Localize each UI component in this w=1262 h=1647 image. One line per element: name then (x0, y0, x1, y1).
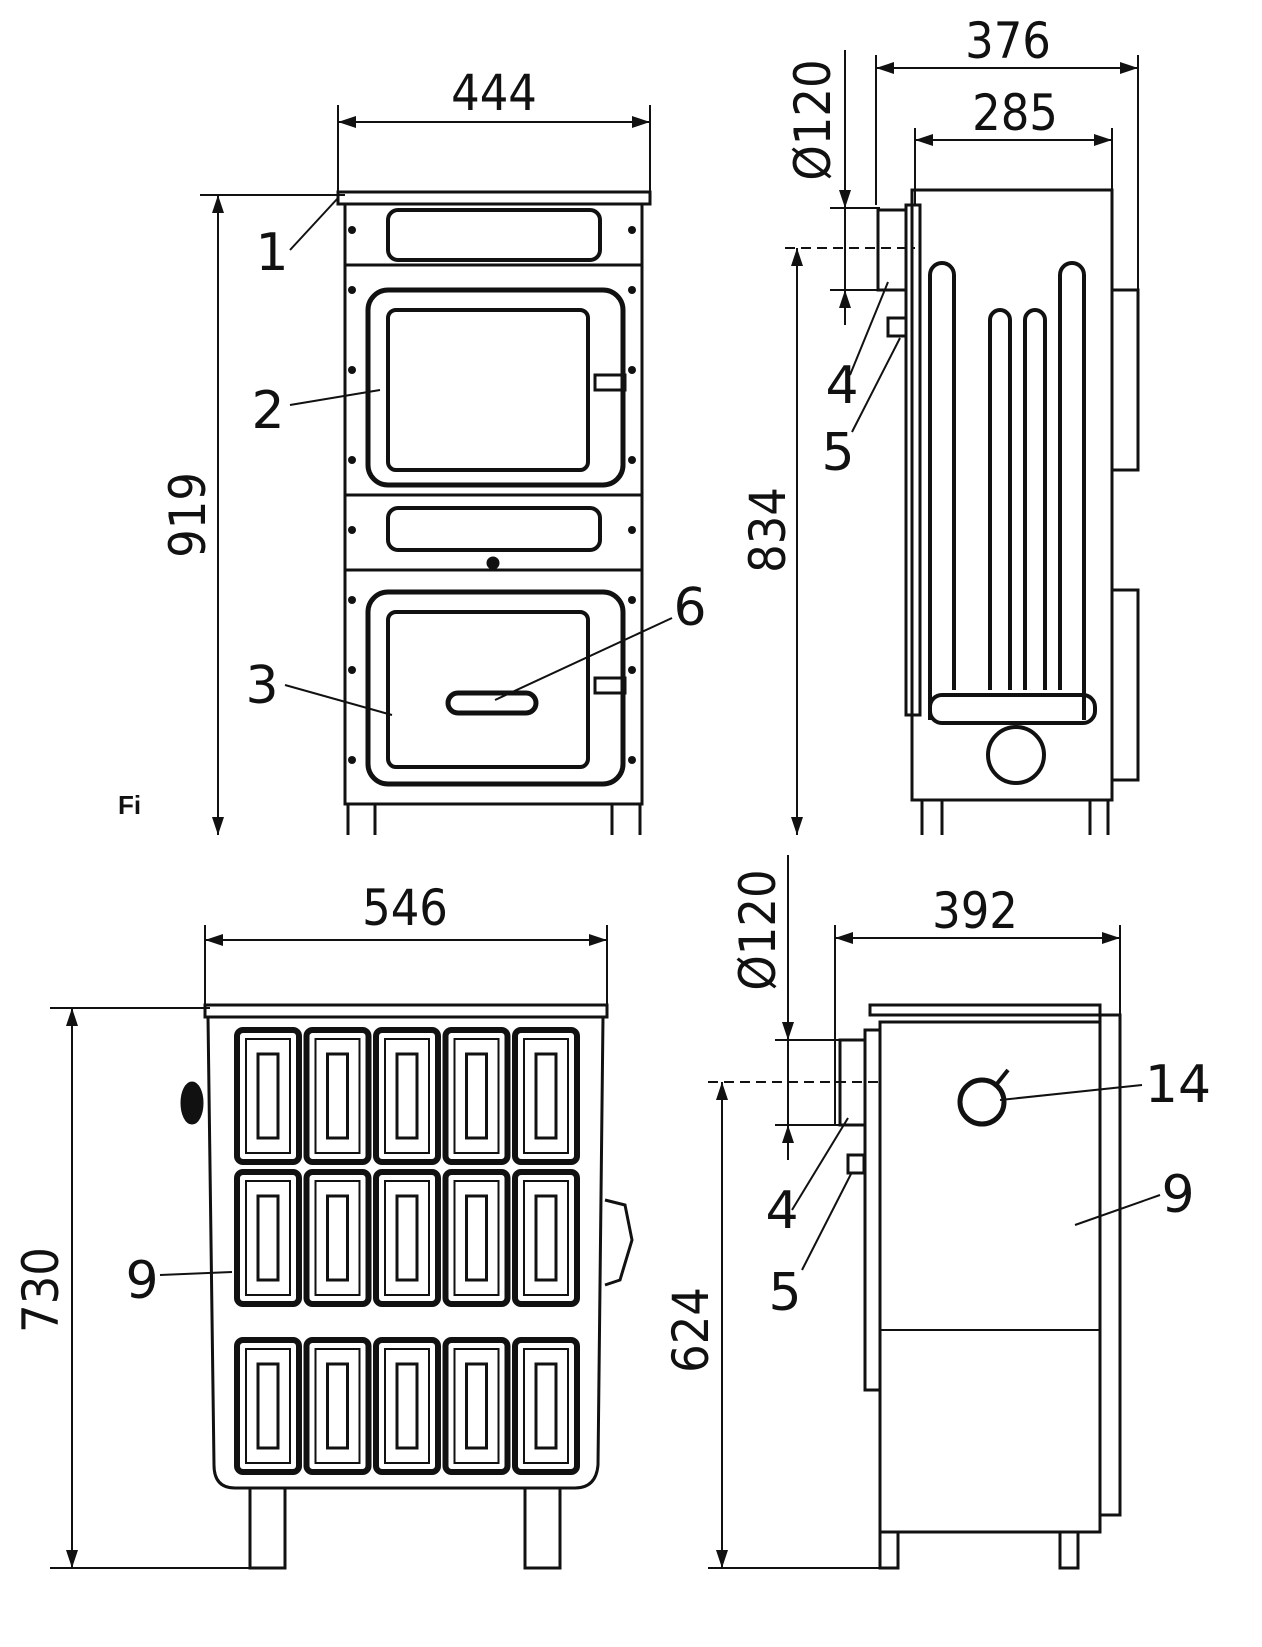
stove-tile-panel (534, 1362, 558, 1450)
callout-9-front: 9 (125, 1251, 158, 1311)
stove-tile-bevel (245, 1180, 291, 1296)
stove-tile-panel (256, 1052, 280, 1140)
callout-5-top: 5 (821, 423, 854, 483)
stove-tile-bevel (384, 1180, 430, 1296)
stove-tile-panel (465, 1362, 488, 1450)
stove-tile-bevel (314, 1348, 361, 1464)
stove-tile-panel (465, 1194, 488, 1282)
front-view-tiled-stove: 546 730 9 (12, 879, 634, 1570)
stove-tile-bevel (314, 1038, 361, 1154)
stove-tile (373, 1027, 441, 1165)
stove-tile-bevel (384, 1348, 430, 1464)
stove-tile-bevel (523, 1348, 569, 1464)
dim-width-444: 444 (451, 64, 537, 122)
dim-depth-376: 376 (965, 12, 1051, 70)
stove-tile (303, 1337, 372, 1475)
stove-tile-panel (465, 1052, 488, 1140)
stove-tile-panel (395, 1052, 419, 1140)
stove-tile-panel (326, 1052, 349, 1140)
stove-tile-bevel (523, 1038, 569, 1154)
tile-grid (234, 1027, 580, 1475)
callout-4-top: 4 (825, 356, 858, 416)
stove-tile-panel (395, 1362, 419, 1450)
callout-5-bottom: 5 (768, 1263, 801, 1323)
dim-flue-diameter-bottom: Ø120 (729, 869, 787, 990)
callout-9-side: 9 (1161, 1165, 1194, 1225)
dim-flue-height-624: 624 (662, 1287, 720, 1373)
front-view-tall-stove: 444 919 (159, 64, 707, 835)
dim-height-730: 730 (12, 1247, 70, 1333)
stove-tile-panel (256, 1194, 280, 1282)
dim-flue-height-834: 834 (739, 487, 797, 573)
stove-tile (234, 1169, 302, 1307)
stove-tile (234, 1337, 302, 1475)
stove-tile-panel (256, 1362, 280, 1450)
dim-height-919: 919 (159, 472, 217, 558)
callout-2: 2 (251, 381, 284, 441)
dim-depth-285: 285 (972, 84, 1058, 142)
stove-tile-panel (395, 1194, 419, 1282)
stove-tile (442, 1027, 511, 1165)
stove-tile-bevel (453, 1180, 500, 1296)
stove-tile (373, 1169, 441, 1307)
stove-tile (512, 1169, 580, 1307)
figure-label: Fi (118, 790, 142, 820)
dim-depth-392: 392 (932, 882, 1018, 940)
stove-tile-bevel (523, 1180, 569, 1296)
stove-tile-bevel (314, 1180, 361, 1296)
stove-tile (442, 1337, 511, 1475)
stove-tile (303, 1027, 372, 1165)
stove-tile-panel (534, 1194, 558, 1282)
stove-tile-bevel (245, 1348, 291, 1464)
stove-tile-panel (534, 1052, 558, 1140)
stove-tile-bevel (245, 1038, 291, 1154)
callout-4-bottom: 4 (765, 1181, 798, 1241)
side-view-tiled-stove: 392 Ø120 624 14 9 4 5 (662, 855, 1211, 1570)
callout-6: 6 (673, 578, 706, 638)
stove-tile (234, 1027, 302, 1165)
stove-tile-bevel (453, 1348, 500, 1464)
callout-3: 3 (245, 656, 278, 716)
callout-14: 14 (1145, 1055, 1211, 1115)
stove-tile-panel (326, 1362, 349, 1450)
side-view-tall-stove: 376 285 Ø120 834 (739, 12, 1140, 835)
stove-tile-panel (326, 1194, 349, 1282)
stove-tile-bevel (453, 1038, 500, 1154)
stove-tile (373, 1337, 441, 1475)
stove-tile (512, 1027, 580, 1165)
stove-tile-bevel (384, 1038, 430, 1154)
stove-tile (303, 1169, 372, 1307)
stove-tile (442, 1169, 511, 1307)
callout-1: 1 (255, 223, 288, 283)
dim-flue-diameter-top: Ø120 (784, 59, 842, 180)
dim-width-546: 546 (362, 879, 448, 937)
stove-tile (512, 1337, 580, 1475)
